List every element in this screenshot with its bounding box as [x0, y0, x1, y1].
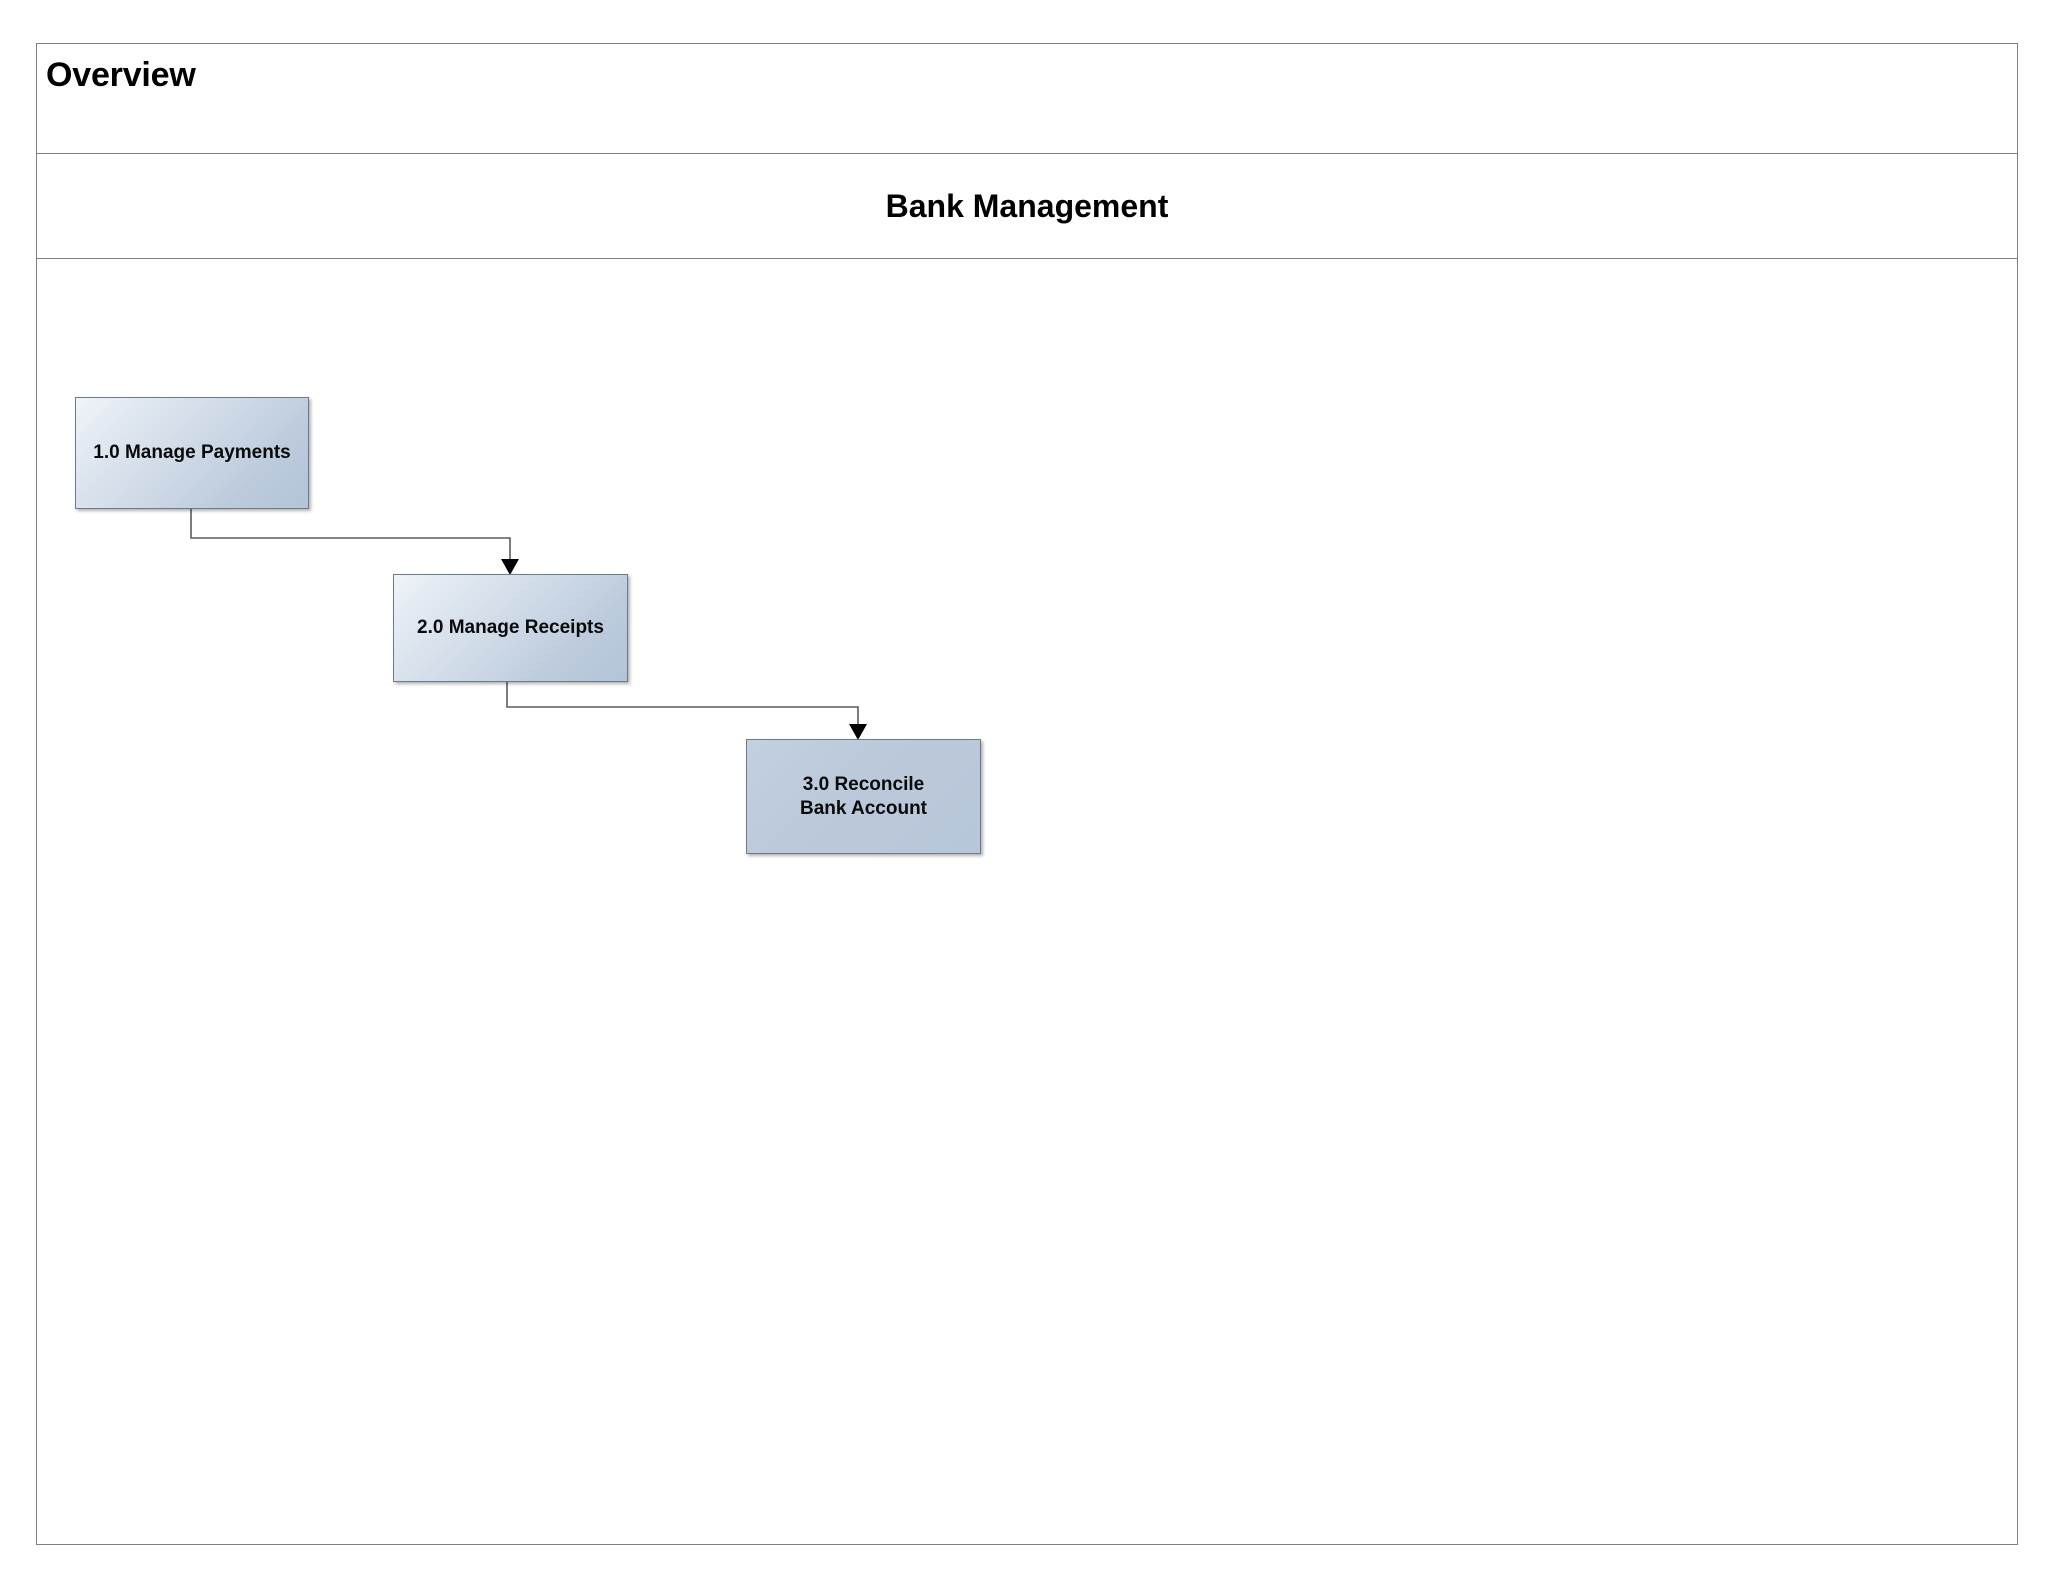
page-frame: Overview Bank Management 1.0 Manage Paym…: [36, 43, 2018, 1545]
diagram-canvas: 1.0 Manage Payments 2.0 Manage Receipts …: [37, 259, 2017, 1544]
process-node-2-0-manage-receipts[interactable]: 2.0 Manage Receipts: [393, 574, 628, 682]
connector-1-to-2: [190, 509, 511, 562]
process-node-label: 3.0 Reconcile Bank Account: [799, 773, 928, 819]
connector-layer: [190, 509, 867, 740]
overview-header-band: Overview: [37, 44, 2017, 154]
diagram-title: Bank Management: [885, 187, 1169, 224]
overview-title: Overview: [46, 56, 196, 94]
connector-2-to-3: [506, 682, 859, 727]
process-node-label: 2.0 Manage Receipts: [417, 617, 604, 639]
process-node-3-0-reconcile-bank-account[interactable]: 3.0 Reconcile Bank Account: [746, 739, 981, 854]
process-node-label: 1.0 Manage Payments: [93, 442, 291, 464]
arrowhead-2-to-3: [849, 724, 867, 740]
process-node-1-0-manage-payments[interactable]: 1.0 Manage Payments: [75, 397, 309, 509]
arrowhead-1-to-2: [501, 559, 519, 575]
diagram-title-band: Bank Management: [37, 154, 2017, 259]
